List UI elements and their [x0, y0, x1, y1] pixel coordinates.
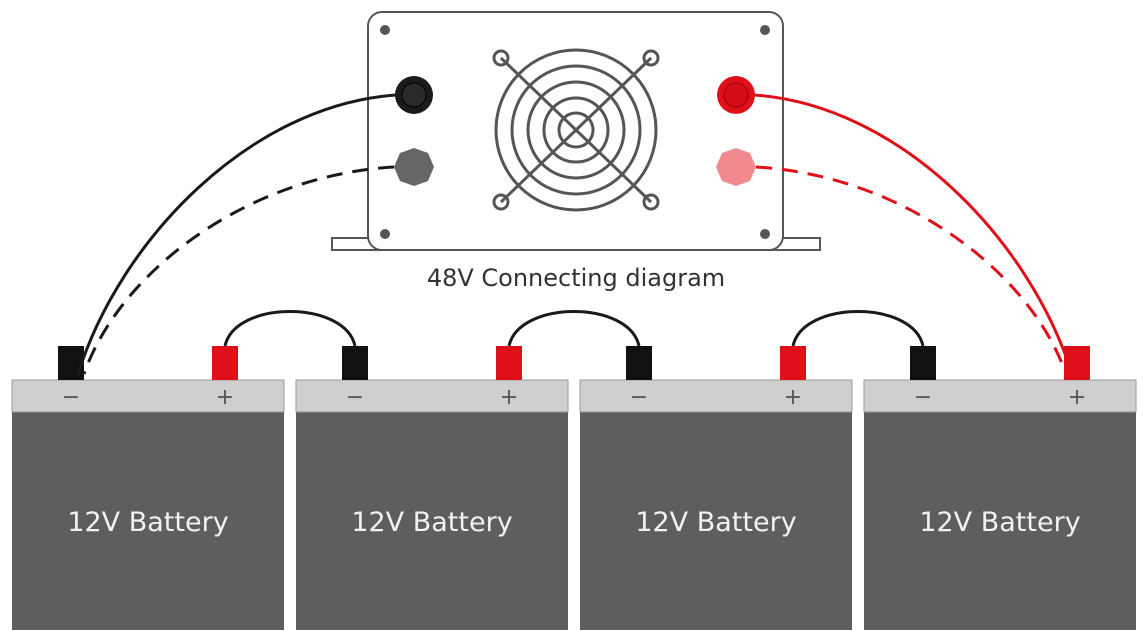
inverter-negative-terminal-alt — [394, 148, 434, 186]
positive-terminal-post — [780, 346, 806, 380]
diagram-caption: 48V Connecting diagram — [427, 264, 725, 292]
inverter-positive-terminal-inner — [723, 82, 749, 108]
battery-top-panel — [863, 379, 1137, 413]
negative-cable — [76, 93, 397, 375]
battery-4: − + 12V Battery — [863, 346, 1137, 630]
jumper-wire — [507, 310, 641, 347]
battery-label: 12V Battery — [67, 507, 228, 538]
negative-terminal-post — [626, 346, 652, 380]
series-jumpers — [223, 310, 925, 347]
negative-terminal-post — [910, 346, 936, 380]
jumper-wire — [791, 310, 925, 347]
inverter-positive-terminal-alt — [716, 148, 756, 186]
jumper-wire — [223, 310, 357, 347]
battery-label: 12V Battery — [635, 507, 796, 538]
positive-terminal-post — [496, 346, 522, 380]
screw-icon — [760, 25, 770, 35]
battery-1: − + 12V Battery — [11, 346, 285, 630]
positive-sign: + — [1068, 385, 1086, 410]
battery-label: 12V Battery — [919, 507, 1080, 538]
battery-top-panel — [295, 379, 569, 413]
negative-terminal-post — [342, 346, 368, 380]
battery-top-panel — [579, 379, 853, 413]
battery-2: − + 12V Battery — [295, 346, 569, 630]
battery-body — [12, 412, 284, 630]
negative-cable-alt — [82, 165, 395, 375]
positive-terminal-post — [212, 346, 238, 380]
positive-sign: + — [500, 385, 518, 410]
battery-label: 12V Battery — [351, 507, 512, 538]
screw-icon — [380, 25, 390, 35]
inverter-negative-terminal-inner — [401, 82, 427, 108]
positive-sign: + — [216, 385, 234, 410]
positive-sign: + — [784, 385, 802, 410]
battery-body — [864, 412, 1136, 630]
inverter — [331, 11, 821, 251]
battery-body — [580, 412, 852, 630]
negative-sign: − — [62, 385, 80, 410]
positive-cable-alt — [755, 165, 1068, 375]
negative-sign: − — [914, 385, 932, 410]
positive-cable — [753, 93, 1074, 375]
negative-sign: − — [630, 385, 648, 410]
battery-3: − + 12V Battery — [579, 346, 853, 630]
negative-sign: − — [346, 385, 364, 410]
main-cables — [76, 93, 1074, 375]
battery-top-panel — [11, 379, 285, 413]
screw-icon — [760, 229, 770, 239]
battery-body — [296, 412, 568, 630]
fan-grille-icon — [492, 48, 660, 212]
screw-icon — [380, 229, 390, 239]
negative-terminal-post — [58, 346, 84, 380]
